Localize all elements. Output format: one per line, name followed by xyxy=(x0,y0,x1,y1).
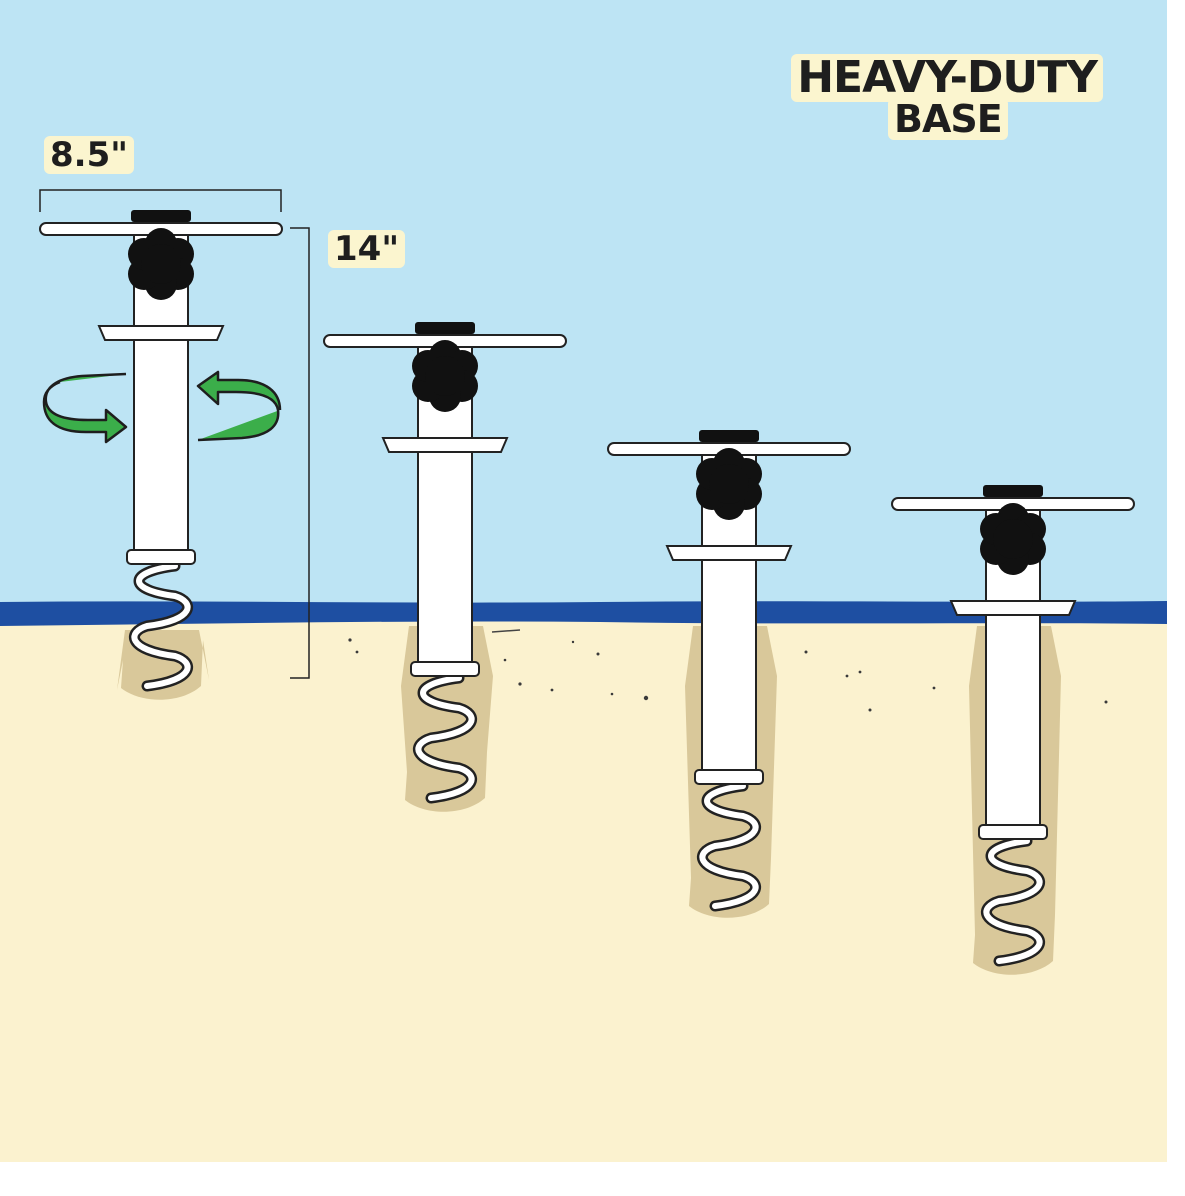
title-base: BASE xyxy=(888,98,1008,140)
anchor-bottom-ring xyxy=(694,769,764,785)
spiral-screw xyxy=(983,838,1043,964)
anchor-collar xyxy=(949,600,1077,616)
spiral-screw xyxy=(699,783,759,909)
anchor-bottom-ring xyxy=(410,661,480,677)
dimension-width-label: 8.5" xyxy=(44,136,134,174)
spiral-screw xyxy=(131,563,191,689)
anchors-group xyxy=(39,210,1135,975)
knob-icon xyxy=(709,464,749,504)
rotation-arrow-right xyxy=(196,370,282,442)
rotation-arrow-icon xyxy=(42,370,282,444)
dimension-height-label: 14" xyxy=(328,230,406,268)
rotation-arrow-left xyxy=(42,372,128,444)
anchor-bottom-ring xyxy=(126,549,196,565)
water-line xyxy=(0,601,1167,626)
anchor-collar xyxy=(381,437,509,453)
knob-icon xyxy=(141,244,181,284)
anchor-cap xyxy=(699,430,759,442)
sand-speckles xyxy=(348,638,1108,712)
knob-icon xyxy=(425,356,465,396)
knob-icon xyxy=(993,519,1033,559)
title-heavy-duty: HEAVY-DUTY xyxy=(791,54,1103,102)
anchor-collar xyxy=(665,545,793,561)
anchor-bottom-ring xyxy=(978,824,1048,840)
anchor-cap xyxy=(983,485,1043,497)
anchor-cap xyxy=(415,322,475,334)
width-dimension-line xyxy=(39,189,282,212)
anchor-cap xyxy=(131,210,191,222)
height-dimension-line xyxy=(290,227,310,679)
spiral-screw xyxy=(415,675,475,801)
anchor-collar xyxy=(97,325,225,341)
sand-dash xyxy=(491,629,521,633)
